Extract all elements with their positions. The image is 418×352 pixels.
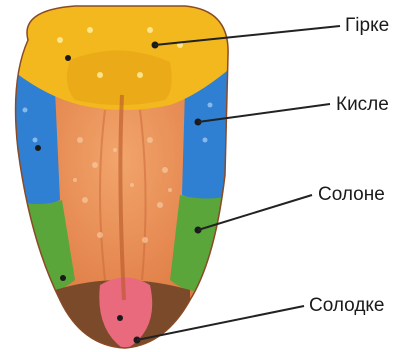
sweet-marker-dot-center (117, 315, 123, 321)
sour-marker-dot-left (35, 145, 41, 151)
sweet-label: Солодке (309, 296, 385, 315)
salty-label: Солоне (318, 185, 385, 204)
bitter-label: Гірке (345, 16, 389, 35)
bitter-marker-dot-left (65, 55, 71, 61)
salty-marker-dot-left (60, 275, 66, 281)
tongue-body (0, 0, 240, 352)
sour-label: Кисле (336, 95, 389, 114)
salty-zone-right (170, 195, 235, 291)
